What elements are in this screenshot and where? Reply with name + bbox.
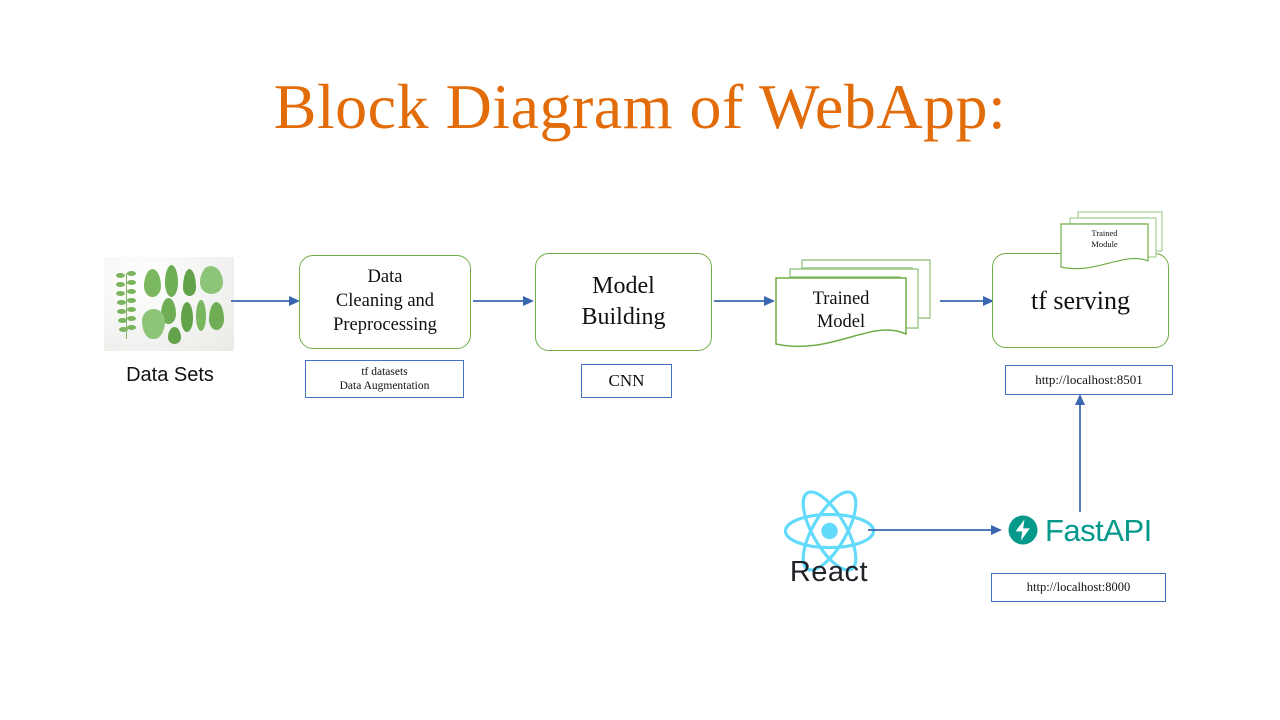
stage-label-line1: Model: [592, 273, 655, 300]
stage-trained-model[interactable]: Trained Model: [772, 258, 932, 350]
badge-label-line1: Trained: [1091, 228, 1118, 238]
stage-label-line1: tf serving: [1031, 285, 1130, 315]
annotation-localhost-8501: http://localhost:8501: [1005, 365, 1173, 395]
react-label: React: [789, 556, 869, 588]
badge-label: Trained Module: [1061, 228, 1148, 249]
badge-trained-module: Trained Module: [1058, 211, 1170, 273]
stage-label-line2: Building: [581, 304, 666, 330]
arrow-trained-model-to-tf-serving: [940, 295, 995, 307]
fastapi-logo: FastAPI: [1008, 512, 1152, 548]
react-logo: [781, 487, 878, 575]
stage-label-line2: Cleaning and: [335, 291, 435, 312]
leaf: [161, 298, 176, 324]
annotation-line1: CNN: [608, 371, 645, 391]
leaf: [196, 300, 206, 331]
stage-label-line2: Model: [816, 312, 866, 333]
fastapi-bolt-icon: [1008, 515, 1038, 545]
stage-label-line1: Data: [367, 267, 403, 288]
leaf: [142, 309, 165, 339]
leaf: [200, 266, 223, 294]
annotation-line1: http://localhost:8501: [1035, 371, 1143, 387]
arrow-model-building-to-trained-model: [714, 295, 776, 307]
badge-label-line2: Module: [1091, 238, 1118, 249]
leaf: [144, 269, 161, 297]
arrow-fastapi-to-tf-serving-endpoint: [1073, 394, 1087, 512]
arrow-cleaning-to-model-building: [473, 295, 535, 307]
annotation-tf-datasets: tf datasets Data Augmentation: [305, 360, 464, 398]
annotation-cnn: CNN: [581, 364, 672, 398]
dataset-caption: Data Sets: [126, 364, 214, 386]
annotation-localhost-8000: http://localhost:8000: [991, 573, 1166, 602]
annotation-line1: http://localhost:8000: [1026, 579, 1131, 594]
stage-model-building[interactable]: Model Building: [535, 253, 712, 351]
arrow-dataset-to-cleaning: [231, 295, 301, 307]
leaf-compound: [116, 271, 138, 341]
stage-data-cleaning[interactable]: Data Cleaning and Preprocessing: [299, 255, 471, 349]
leaf: [209, 302, 224, 330]
dataset-image: [104, 257, 234, 351]
leaf: [181, 302, 193, 332]
leaf: [165, 265, 178, 297]
leaf: [183, 269, 196, 296]
fastapi-wordmark: FastAPI: [1045, 512, 1152, 548]
annotation-line1: tf datasets: [361, 365, 408, 378]
annotation-line2: Data Augmentation: [339, 380, 430, 392]
stage-label-line1: Trained: [812, 289, 870, 309]
stage-label: Trained Model: [776, 288, 906, 334]
arrow-react-to-fastapi: [868, 524, 1003, 536]
leaf: [168, 327, 181, 344]
page-title: Block Diagram of WebApp:: [273, 71, 1007, 142]
stage-label-line3: Preprocessing: [333, 314, 437, 335]
